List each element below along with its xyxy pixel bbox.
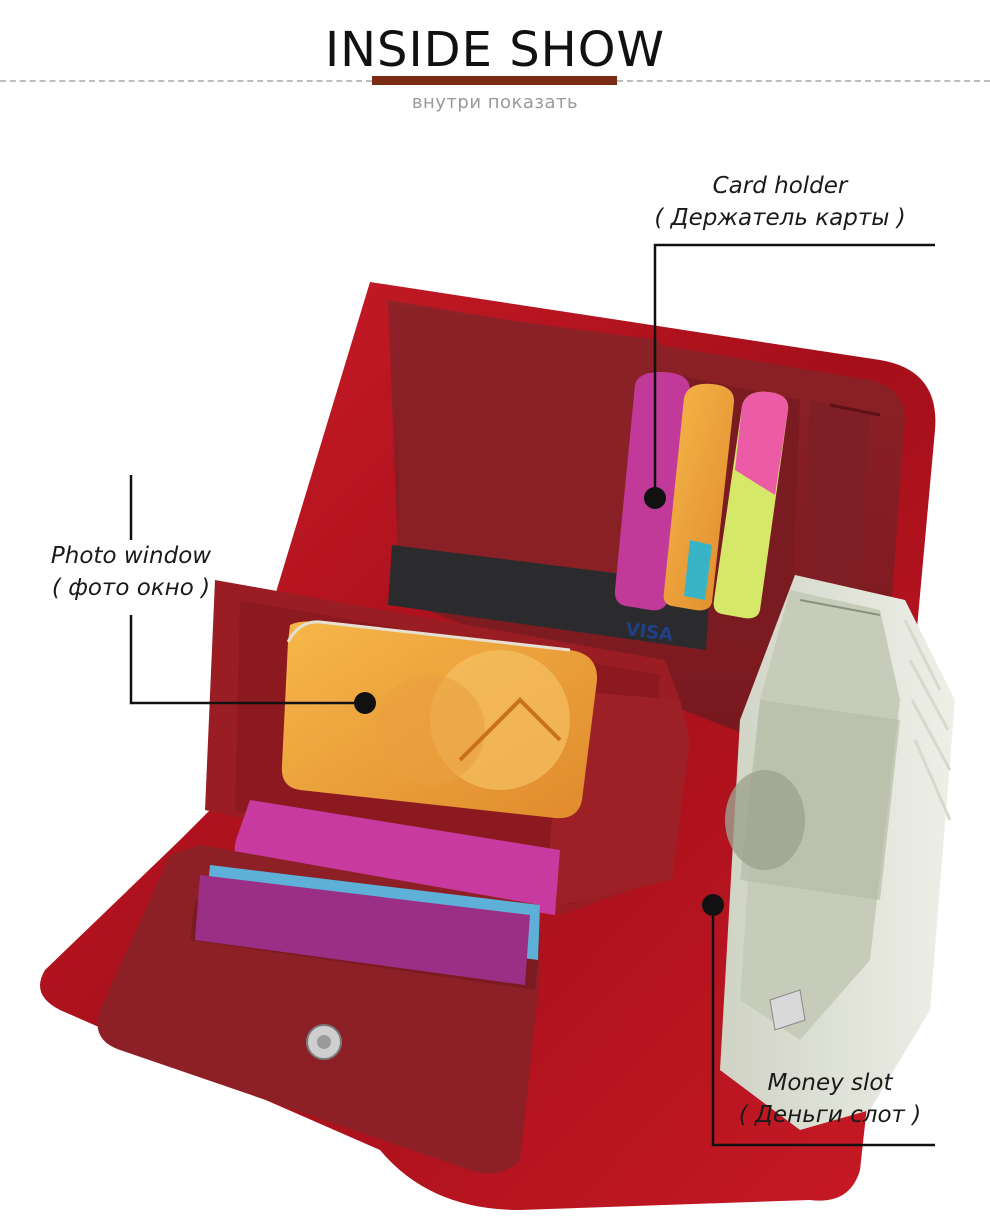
card-holder-cards bbox=[614, 372, 789, 619]
callout-card-holder-label: Card holder bbox=[712, 173, 848, 199]
page-title: INSIDE SHOW bbox=[324, 22, 666, 78]
bank-notes bbox=[720, 575, 955, 1130]
wallet-photo: VISA bbox=[40, 243, 955, 1210]
bottom-flap bbox=[97, 845, 540, 1174]
page-subtitle: внутри показать bbox=[411, 92, 579, 113]
callout-photo-window-label: Photo window bbox=[50, 543, 212, 569]
photo-window bbox=[281, 620, 598, 819]
header-dashed-line-right bbox=[617, 80, 990, 82]
callout-card-holder-label-ru: ( Держатель карты ) bbox=[654, 205, 906, 231]
callout-photo-window-label-ru: ( фото окно ) bbox=[51, 575, 211, 601]
header-accent-bar bbox=[372, 76, 617, 85]
header: INSIDE SHOW внутри показать bbox=[0, 0, 990, 130]
callout-money-slot: Money slot ( Деньги слот ) bbox=[700, 1067, 960, 1131]
callout-photo-window: Photo window ( фото окно ) bbox=[20, 540, 242, 604]
callout-money-slot-label: Money slot bbox=[767, 1070, 893, 1096]
black-card: VISA bbox=[388, 545, 710, 650]
callout-card-holder: Card holder ( Держатель карты ) bbox=[620, 170, 940, 234]
pink-card bbox=[234, 800, 560, 915]
header-dashed-line-left bbox=[0, 80, 372, 82]
callout-leaders bbox=[129, 243, 935, 1147]
callout-money-slot-label-ru: ( Деньги слот ) bbox=[738, 1102, 922, 1128]
